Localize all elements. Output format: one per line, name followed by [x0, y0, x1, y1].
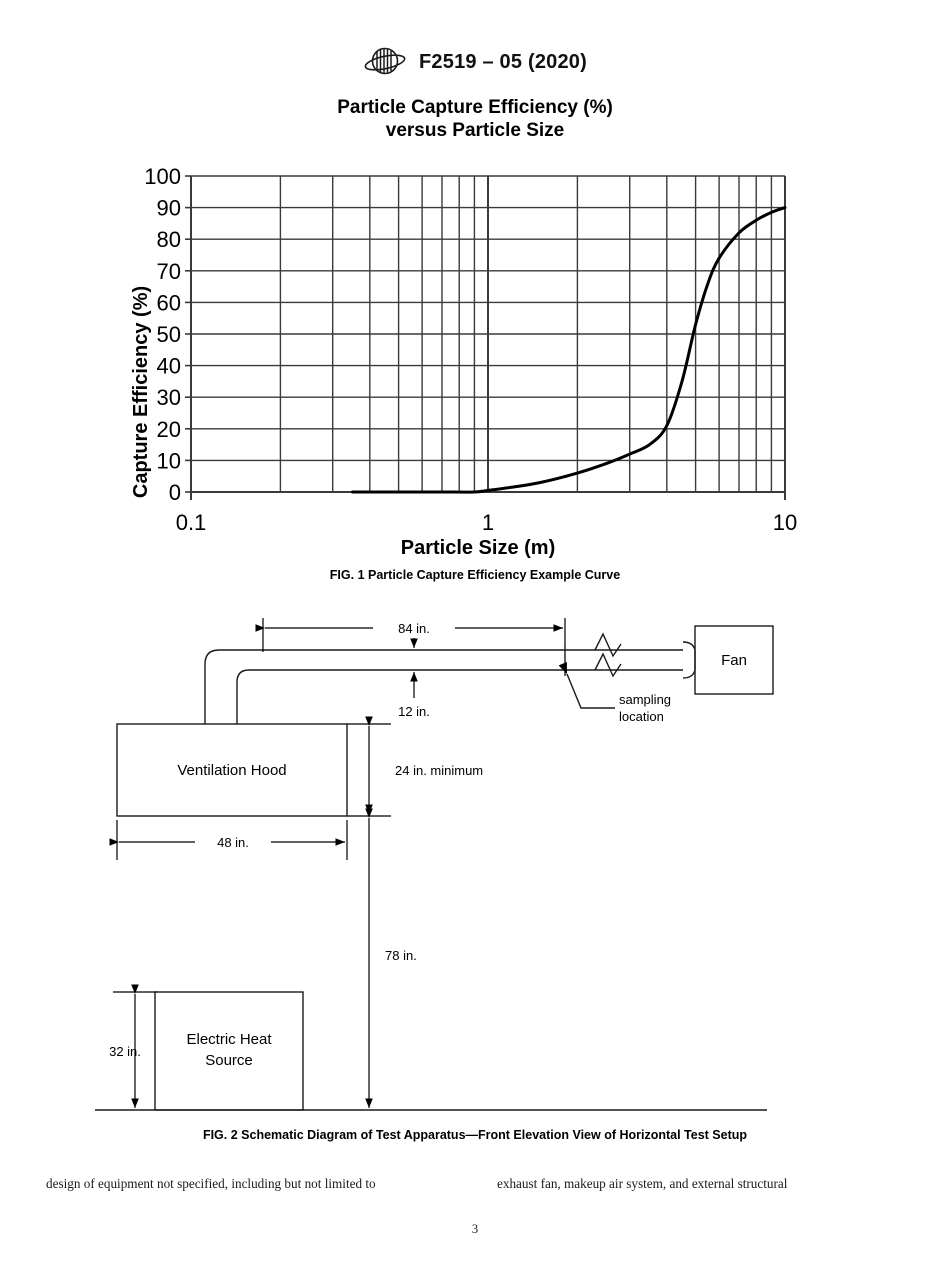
duct-outer-wall [204, 649, 565, 724]
chart-y-axis-label: Capture Efficiency (%) [130, 286, 152, 498]
body-column-right: exhaust fan, makeup air system, and exte… [497, 1176, 788, 1191]
duct-inner-wall [236, 669, 565, 724]
svg-text:0.1: 0.1 [176, 510, 207, 535]
chart-gridlines [185, 175, 786, 500]
astm-logo-icon [363, 44, 407, 80]
svg-text:10: 10 [157, 448, 181, 473]
sampling-leader-line [558, 661, 615, 709]
figure-1-caption: FIG. 1 Particle Capture Efficiency Examp… [329, 568, 621, 582]
svg-text:70: 70 [157, 259, 181, 284]
page-number: 3 [471, 1222, 479, 1236]
page-header: F2519 – 05 (2020) [0, 44, 950, 80]
chart-y-tick-labels: 0 10 20 30 40 50 60 70 80 90 100 [144, 164, 181, 505]
electric-heat-source-label-line2: Source [205, 1052, 253, 1069]
body-text: design of equipment not specified, inclu… [46, 1176, 904, 1192]
sampling-location-label-line2: location [619, 709, 664, 724]
body-column-left: design of equipment not specified, inclu… [46, 1176, 376, 1191]
svg-text:100: 100 [144, 164, 181, 189]
chart-series-line [351, 206, 787, 494]
ventilation-hood-box [116, 723, 348, 817]
svg-text:0: 0 [169, 480, 181, 505]
dim-12-label: 12 in. [398, 704, 430, 719]
dim-48-label: 48 in. [217, 835, 249, 850]
svg-text:50: 50 [157, 322, 181, 347]
figure-2-caption: FIG. 2 Schematic Diagram of Test Apparat… [202, 1128, 748, 1142]
dim-84-label-bg [373, 618, 455, 638]
test-apparatus-schematic: 84 in. 12 in. sampling location Fan Vent… [95, 618, 774, 1111]
dim-78-label: 78 in. [385, 948, 417, 963]
electric-heat-source-box [154, 991, 304, 1111]
chart-x-tick-labels: 0.1 1 10 [176, 510, 798, 535]
fan-box [694, 625, 774, 695]
duct-break-symbol-top [594, 632, 622, 658]
svg-text:90: 90 [157, 196, 181, 221]
svg-text:10: 10 [773, 510, 797, 535]
ventilation-hood-label: Ventilation Hood [177, 762, 286, 779]
dim-32-label: 32 in. [109, 1044, 141, 1059]
chart-x-axis-label: Particle Size (m) [401, 537, 556, 559]
svg-text:80: 80 [157, 227, 181, 252]
electric-heat-source-label-line1: Electric Heat [186, 1031, 272, 1048]
svg-text:1: 1 [482, 510, 494, 535]
svg-text:60: 60 [157, 290, 181, 315]
figure-1: 0 10 20 30 40 50 60 70 80 90 100 0.1 1 10 Capture Ef… [0, 162, 950, 562]
figure-2: 84 in. 12 in. sampling location Fan Vent… [0, 604, 950, 1124]
chart-title: Particle Capture Efficiency (%) versus P… [0, 96, 950, 142]
svg-text:30: 30 [157, 385, 181, 410]
svg-text:40: 40 [157, 354, 181, 379]
svg-text:20: 20 [157, 417, 181, 442]
fan-transition [682, 641, 696, 679]
dim-48-label-bg [195, 832, 271, 852]
fan-label: Fan [721, 652, 747, 669]
dim-84-label: 84 in. [398, 621, 430, 636]
capture-efficiency-chart: 0 10 20 30 40 50 60 70 80 90 100 0.1 1 10 Capture Ef… [130, 164, 798, 559]
standard-designation: F2519 – 05 (2020) [419, 50, 587, 73]
duct-break-symbol-bottom [594, 652, 622, 678]
sampling-location-label-line1: sampling [619, 692, 671, 707]
chart-title-line2: versus Particle Size [385, 120, 565, 141]
chart-title-line1: Particle Capture Efficiency (%) [337, 97, 613, 118]
dim-24-label: 24 in. minimum [395, 763, 483, 778]
